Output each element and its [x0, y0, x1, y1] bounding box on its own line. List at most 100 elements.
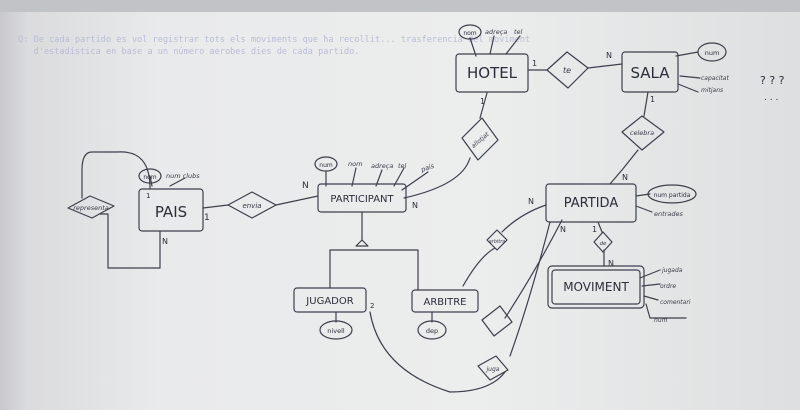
attr-partida-num: num partida	[647, 184, 697, 204]
attr-link-part-nom	[351, 167, 357, 187]
entity-arbitre-label: ARBITRE	[424, 297, 467, 308]
attr-link-part-tel	[393, 167, 405, 187]
attr-link-part-adreca	[375, 169, 383, 187]
rel-te: te	[546, 51, 589, 89]
entity-sala: SALA	[621, 51, 679, 93]
rel-arbitra: arbitra	[486, 229, 508, 251]
attr-participant-adreca: adreça	[371, 162, 393, 170]
attr-participant-nom: nom	[348, 160, 362, 168]
entity-participant-label: PARTICIPANT	[330, 194, 394, 205]
line-celebra-partida	[609, 149, 639, 185]
rel-arbitra-2	[481, 305, 513, 337]
projected-editor-gutter	[0, 12, 30, 410]
card-representa-1: 1	[146, 192, 150, 200]
rel-celebra: celebra	[621, 115, 665, 151]
entity-pais: PAIS	[138, 188, 204, 232]
attr-participant-tel: tel	[398, 162, 407, 170]
attr-link-hotel-nom	[469, 37, 477, 57]
attr-link-hotel-adreca	[489, 35, 495, 55]
line-envia-participant	[275, 195, 319, 206]
card-sala-celebra: 1	[650, 95, 655, 104]
card-envia-participant: N	[302, 181, 309, 191]
line-allotjat-hotel	[479, 92, 488, 119]
rel-envia-label: envia	[242, 202, 261, 210]
card-juga-partida: N	[560, 225, 566, 234]
rel-de: de	[593, 231, 613, 253]
attr-hotel-nom: nom	[458, 24, 482, 40]
entity-pais-label: PAIS	[155, 203, 187, 221]
entity-moviment-label: MOVIMENT	[563, 280, 629, 294]
attr-links-moviment	[639, 269, 687, 319]
attr-participant-num-label: num	[319, 162, 333, 169]
entity-moviment: MOVIMENT	[547, 265, 645, 309]
line-arbitre-partida-2	[504, 219, 563, 319]
attr-sala-mitjans: mitjans	[701, 87, 723, 94]
attr-link-sala-num	[675, 51, 699, 57]
entity-jugador-label: JUGADOR	[305, 296, 353, 307]
line-juga-partida	[509, 221, 551, 357]
rel-juga: juga	[477, 355, 509, 381]
attr-hotel-nom-label: nom	[463, 30, 476, 37]
attr-hotel-adreca: adreça	[485, 28, 507, 36]
card-de-moviment: N	[608, 259, 614, 268]
question-marks: ? ? ?	[760, 74, 785, 87]
attr-arbitre-dep: dep	[417, 320, 447, 340]
attr-sala-capacitat: capacitat	[701, 75, 729, 82]
line-partida-de	[597, 221, 603, 233]
card-representa-n: N	[162, 237, 168, 246]
rel-juga-label: juga	[486, 366, 500, 373]
attr-jugador-nivell-label: nivell	[327, 327, 345, 335]
attr-arbitre-dep-label: dep	[426, 327, 438, 335]
rel-allotjat: allotjat	[461, 117, 499, 161]
line-arbitre-arbitra	[462, 247, 496, 287]
entity-partida: PARTIDA	[545, 183, 637, 223]
projected-line-1: Q: De cada partido es vol registrar tots…	[18, 35, 531, 45]
attr-link-pais-nom	[149, 175, 153, 187]
projector-bar	[0, 0, 800, 12]
entity-partida-label: PARTIDA	[564, 196, 619, 211]
attr-partida-entrades: entrades	[654, 210, 683, 218]
attr-pais-nom: nom	[138, 168, 162, 184]
question-dots: . . .	[764, 93, 778, 103]
card-te-sala: N	[606, 51, 612, 60]
entity-hotel: HOTEL	[455, 53, 529, 93]
line-te-sala	[587, 63, 623, 69]
card-celebra-partida: N	[622, 173, 628, 182]
rel-representa-label: representa	[73, 204, 109, 212]
rel-arbitra-label: arbitra	[489, 239, 506, 245]
entity-participant: PARTICIPANT	[317, 183, 407, 213]
card-arbitra-partida: N	[528, 197, 534, 206]
card-jugador-juga: 2	[370, 302, 374, 310]
attr-moviment-ordre: ordre	[660, 283, 676, 290]
attr-sala-num-label: num	[705, 49, 720, 57]
line-jugador-juga	[369, 311, 506, 393]
line-sala-celebra	[643, 91, 649, 117]
line-arbitra-partida	[501, 204, 547, 233]
entity-hotel-label: HOTEL	[467, 64, 518, 82]
attr-participant-num: num	[314, 156, 338, 172]
attr-link-hotel-tel	[505, 35, 521, 55]
card-participant-allotjat: N	[412, 201, 418, 210]
line-pais-representa-top	[81, 151, 151, 199]
attr-sala-num: num	[697, 42, 727, 62]
line-isa-subtypes	[329, 249, 419, 291]
attr-pais-nom-label: nom	[143, 174, 156, 181]
card-partida-de: 1	[592, 225, 597, 234]
rel-envia: envia	[227, 191, 277, 219]
attr-hotel-tel: tel	[514, 28, 523, 36]
rel-te-label: te	[563, 66, 571, 75]
isa-triangle	[355, 239, 369, 247]
projected-statement: Q: De cada partido es vol registrar tots…	[18, 34, 530, 58]
rel-celebra-label: celebra	[630, 129, 654, 137]
rel-allotjat-label: allotjat	[470, 131, 491, 150]
line-participant-allotjat	[403, 157, 471, 199]
card-pais-envia: 1	[204, 213, 210, 223]
attr-partida-num-label: num partida	[654, 192, 691, 199]
rel-representa: representa	[67, 195, 115, 219]
attr-moviment-num: num	[654, 317, 668, 324]
card-allotjat-hotel: 1	[480, 97, 485, 106]
rel-de-label: de	[600, 241, 607, 247]
attr-link-pais-clubs	[169, 177, 186, 187]
